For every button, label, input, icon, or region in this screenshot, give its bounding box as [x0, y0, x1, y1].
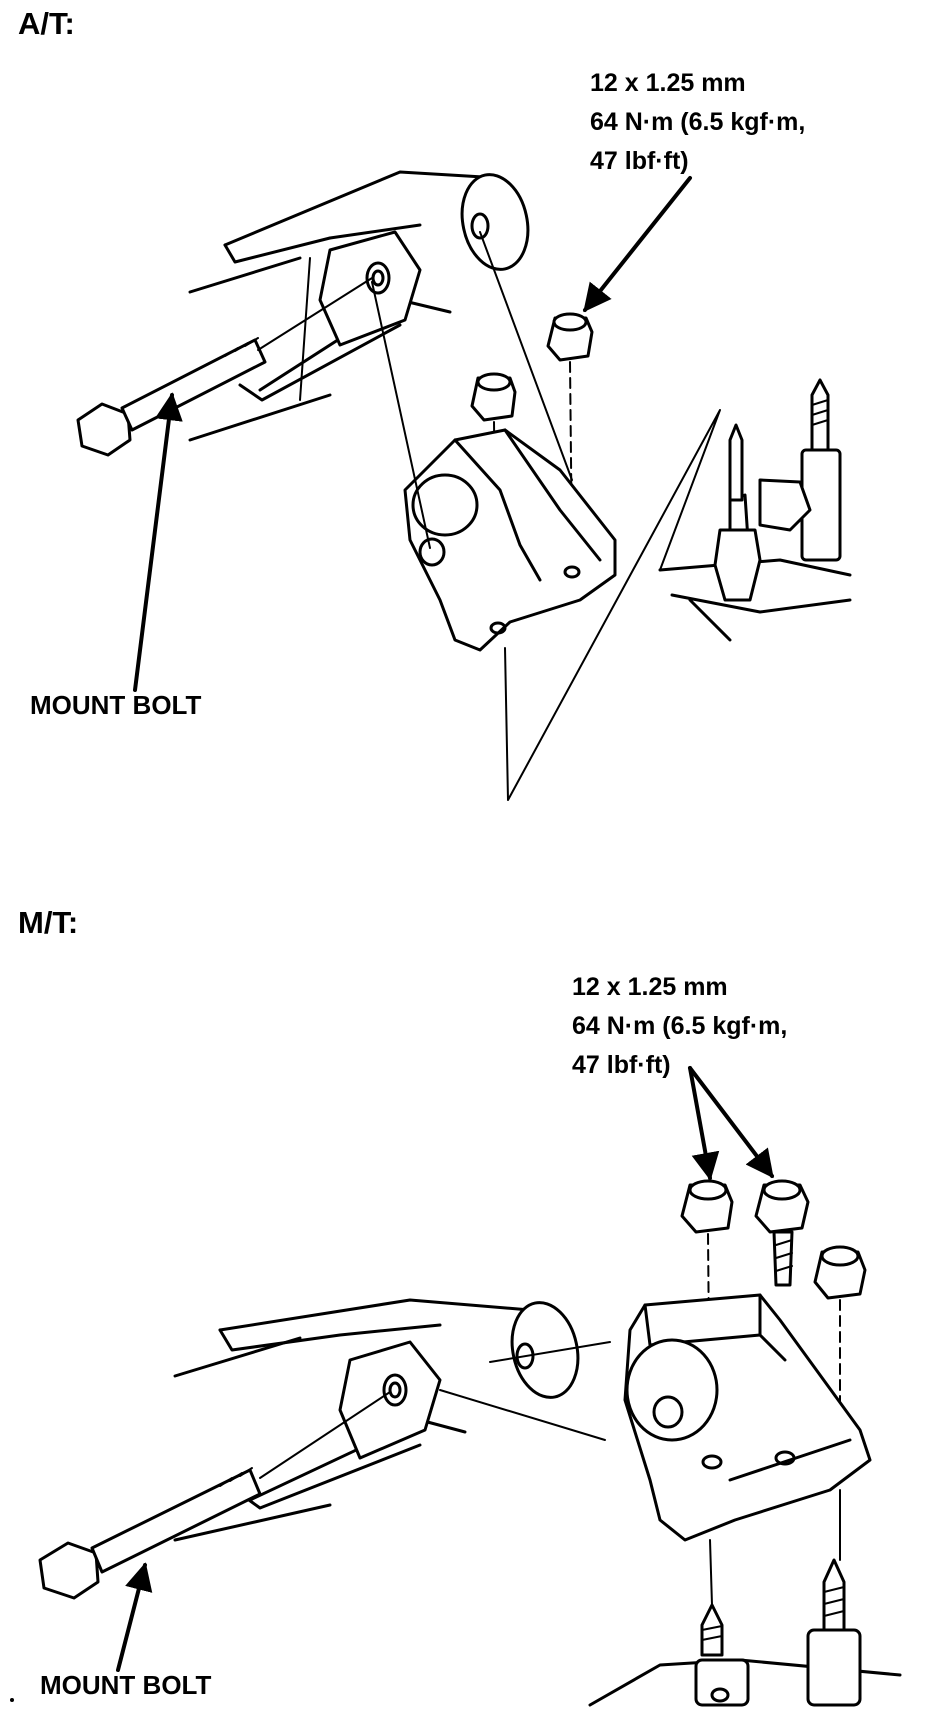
bolt-icon [822, 1558, 846, 1632]
mount-bolt-label-at: MOUNT BOLT [30, 690, 202, 720]
torque-spec-at: 12 x 1.25 mm 64 N·m (6.5 kgf·m, 47 lbf·f… [590, 64, 805, 181]
at-transmission-studs [658, 378, 852, 642]
nut-icon [713, 528, 762, 602]
spec-line: 64 N·m (6.5 kgf·m, [590, 108, 806, 136]
spec-line: 12 x 1.25 mm [572, 973, 728, 1001]
spec-line: 12 x 1.25 mm [590, 69, 746, 97]
mount-bolt-label-mt: MOUNT BOLT [40, 1670, 212, 1700]
mt-transmission-studs [588, 1489, 902, 1707]
mt-bolt-arrow-icon [116, 1562, 153, 1672]
at-spec-arrow-icon [583, 176, 692, 313]
mt-mount-bracket [623, 1293, 872, 1542]
bolt-icon [728, 423, 744, 502]
spec-line: 47 lbf·ft) [590, 147, 689, 175]
mt-spec-arrow-icon [688, 1066, 720, 1181]
margin-dot [10, 1698, 14, 1702]
torque-spec-mt: 12 x 1.25 mm 64 N·m (6.5 kgf·m, 47 lbf·f… [572, 968, 787, 1085]
bolt-icon [76, 402, 132, 457]
at-zoom-callout [504, 409, 721, 801]
mt-mount-bolt [38, 1391, 391, 1600]
mt-nuts-bolts [680, 1179, 867, 1453]
at-assembly [188, 170, 530, 442]
at-mount-bracket [371, 231, 617, 652]
section-title-mt: M/T: [18, 905, 79, 940]
bolt-icon [38, 1541, 100, 1600]
spec-line: 64 N·m (6.5 kgf·m, [572, 1012, 788, 1040]
section-title-at: A/T: [18, 6, 75, 41]
nut-icon [758, 478, 812, 532]
at-bolt-arrow-icon [133, 392, 183, 692]
mt-assembly [173, 1298, 611, 1542]
spec-line: 47 lbf·ft) [572, 1051, 671, 1079]
mt-spec-arrow-icon-2 [688, 1066, 774, 1179]
